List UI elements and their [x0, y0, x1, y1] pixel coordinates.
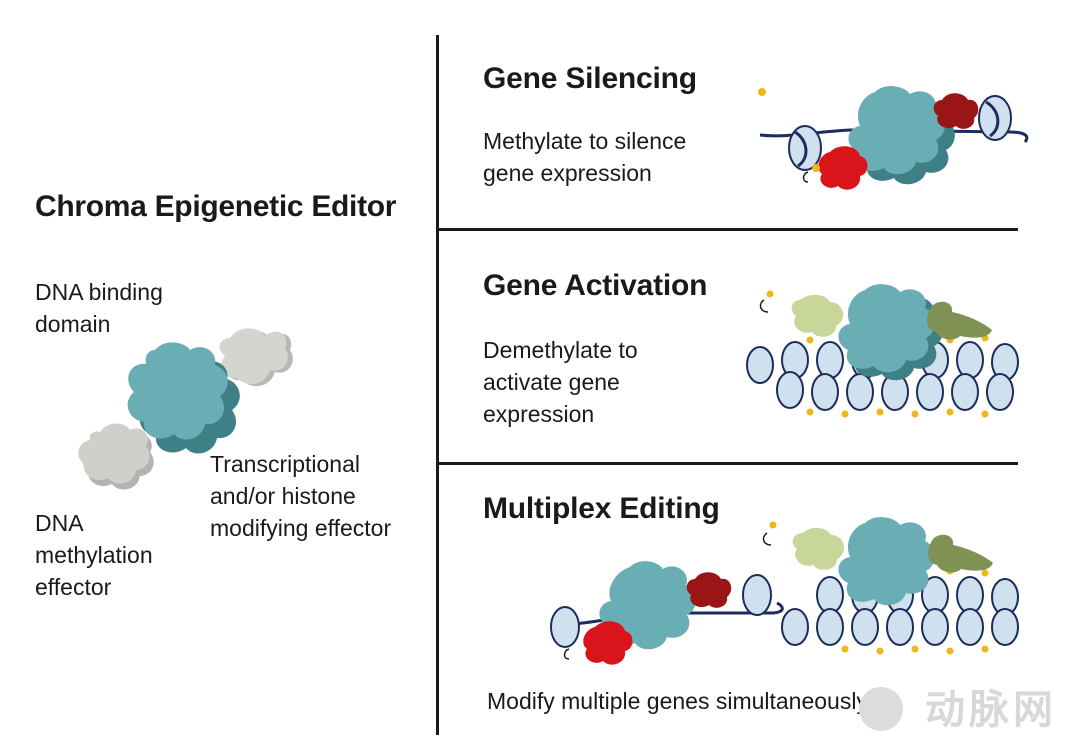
section-title-silencing: Gene Silencing	[483, 62, 697, 95]
vertical-divider	[436, 35, 439, 735]
section-desc-multiplex: Modify multiple genes simultaneously	[487, 688, 868, 714]
editor-illustration	[78, 328, 293, 490]
watermark: 动脉网	[925, 688, 1057, 732]
activation-illustration	[746, 284, 1019, 418]
silencing-illustration	[758, 86, 1029, 190]
editor-title: Chroma Epigenetic Editor	[35, 190, 397, 223]
transcriptional-effector-label: Transcriptional and/or histone modifying…	[210, 451, 392, 541]
section-desc-activation: Demethylate to activate gene expression	[483, 337, 638, 427]
section-title-multiplex: Multiplex Editing	[483, 492, 720, 525]
multiplex-illustration	[550, 517, 1019, 665]
divider-1	[438, 228, 1018, 231]
section-title-activation: Gene Activation	[483, 269, 708, 302]
section-desc-silencing: Methylate to silence gene expression	[483, 128, 687, 186]
watermark-logo-icon	[859, 687, 903, 731]
methylation-effector-label: DNA methylation effector	[35, 510, 153, 600]
dna-binding-label: DNA binding domain	[35, 279, 163, 337]
divider-2	[438, 462, 1018, 465]
